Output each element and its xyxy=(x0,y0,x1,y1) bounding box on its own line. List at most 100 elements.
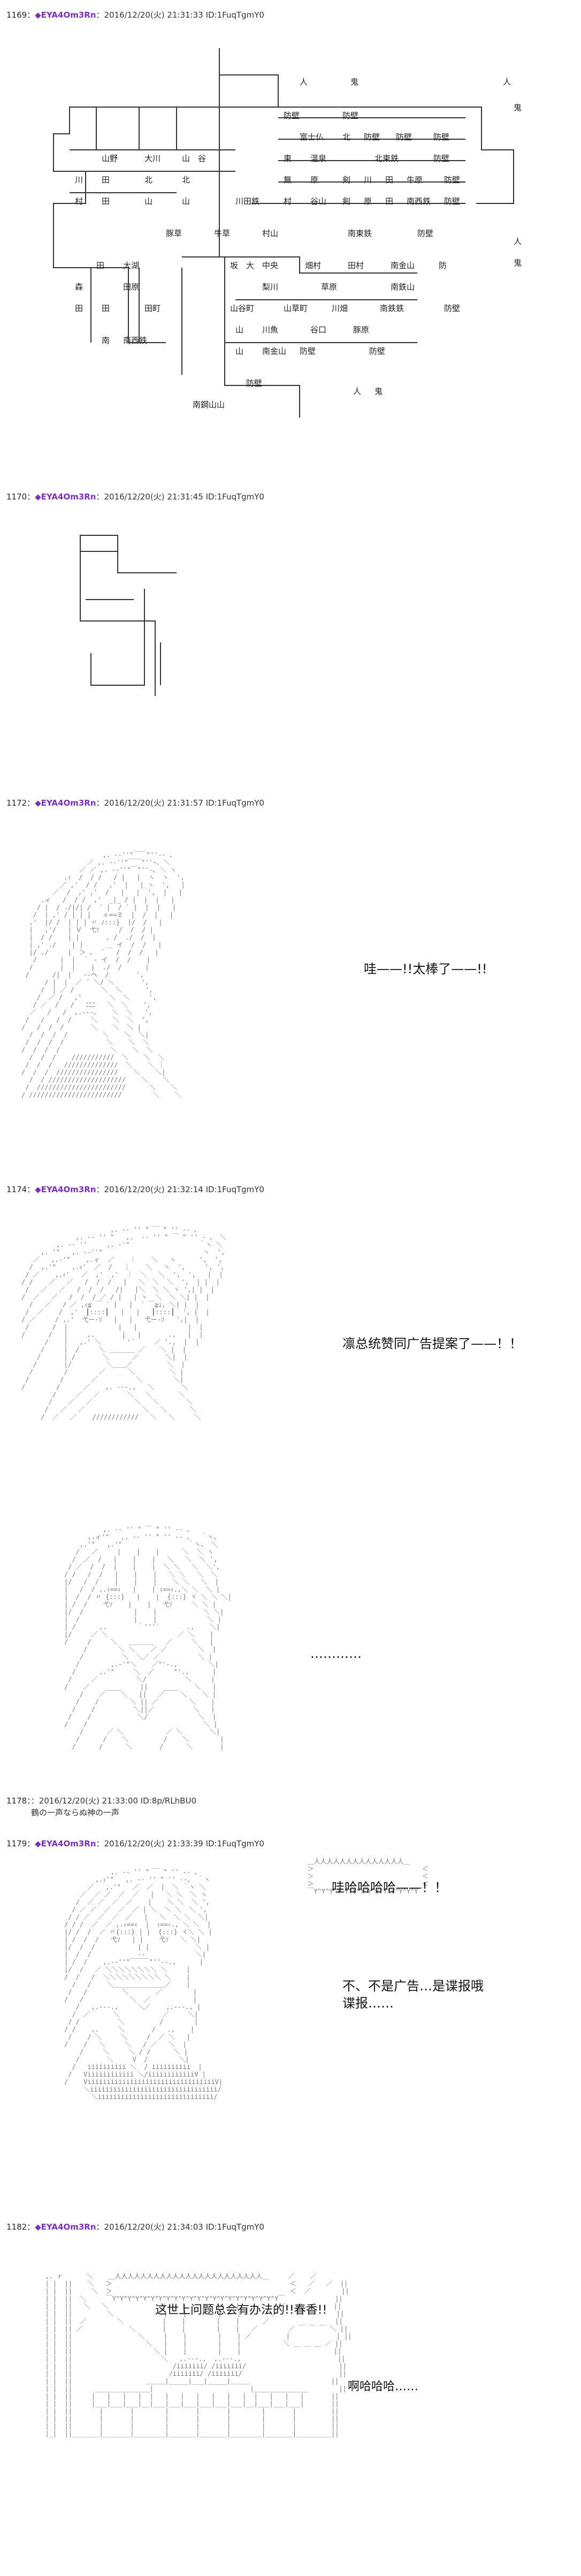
map-label-oni: 鬼 xyxy=(350,77,359,87)
map-cell: 北 xyxy=(144,175,153,185)
map-cell: 山谷町 xyxy=(230,304,255,313)
ascii-art-character-celebrating: ,. -‐''"￣￣"''‐- 、 ／ ,. -‐''"￣￣"''-､ ＼ ／ … xyxy=(21,851,185,1098)
map-cell: 田 xyxy=(385,196,394,206)
map-cell: 防壁 xyxy=(396,132,412,142)
ascii-art-character-laughing: ,. -‐ '' " ￣ " '' ‐- 、 ,.ｨ'" ,. -‐ '' " … xyxy=(64,1868,223,2101)
caption-aha: 啊哈哈哈…… xyxy=(348,2380,419,2393)
map-cell: 南西鉄 xyxy=(407,196,431,206)
map-cell: 草原 xyxy=(321,282,338,292)
post-number: 1178： xyxy=(6,1796,31,1806)
map-cell: 山野 xyxy=(102,154,118,163)
caption-approve: 凛总统赞同广告提案了——！！ xyxy=(342,1336,522,1351)
map-cell: 原 xyxy=(310,175,319,185)
map-cell: 川田鉄 xyxy=(235,196,260,206)
map-cell: 無 xyxy=(284,175,292,185)
map-cell: 防壁 xyxy=(364,132,380,142)
map-cell: 山 xyxy=(235,325,244,335)
map-cell: 山 xyxy=(182,154,190,163)
map-cell: 南鋼山山 xyxy=(193,400,225,410)
caption-ellipsis: ………… xyxy=(310,1646,362,1661)
post-header-1178: 1178：：2016/12/20(火) 21:33:00 ID:8p/RLhBU… xyxy=(6,1795,196,1806)
map-cell: 南鉄山 xyxy=(391,282,415,292)
post-number: 1172： xyxy=(6,798,35,808)
map-cell: 原 xyxy=(364,196,372,206)
map-cell: 東 xyxy=(284,154,292,163)
map-label-hito: 人 xyxy=(353,387,362,396)
map-label-hito: 人 xyxy=(300,77,308,87)
post-number: 1179： xyxy=(6,1839,35,1848)
map-cell: 川 xyxy=(75,175,83,185)
map-cell: 田 xyxy=(75,304,83,313)
map-cell: 北 xyxy=(342,132,351,142)
map-label-hito: 人 xyxy=(514,237,522,246)
map-cell: 剣 xyxy=(342,196,351,206)
map-label-hito: 人 xyxy=(503,77,511,87)
map-cell: 南鉄鉄 xyxy=(380,304,404,313)
post-header-1172: 1172：◆EYA4Om3Rn：2016/12/20(火) 21:31:57 I… xyxy=(6,798,264,808)
poster-name[interactable]: ◆EYA4Om3Rn xyxy=(35,1839,96,1848)
map-cell: 大 xyxy=(246,261,255,270)
map-cell: 防壁 xyxy=(369,346,386,356)
map-cell: 防壁 xyxy=(444,196,461,206)
post-meta: ：2016/12/20(火) 21:33:39 ID:1FuqTgmY0 xyxy=(96,1839,264,1848)
post-meta: ：2016/12/20(火) 21:31:57 ID:1FuqTgmY0 xyxy=(96,798,264,808)
map-cell: 牛草 xyxy=(214,229,231,238)
map-cell: 大川 xyxy=(144,154,161,163)
map-cell: 防壁 xyxy=(284,111,300,120)
map-cell: 畑村 xyxy=(305,261,322,270)
map-cell: 村 xyxy=(75,196,83,206)
map-cell: 田原 xyxy=(123,282,140,292)
map-cell: 村山 xyxy=(262,229,279,238)
map-cell: 防壁 xyxy=(417,229,434,238)
post-number: 1170： xyxy=(6,492,35,502)
map-cell: 山 xyxy=(144,196,153,206)
poster-name[interactable]: ◆EYA4Om3Rn xyxy=(35,2222,96,2232)
map-cell: 中央 xyxy=(262,261,279,270)
ascii-art-stage-scene: ,. ｒ ＼ ＿人人人人人人人人人人人人人人人人人人人人人人人＿ ／ ／ | |… xyxy=(45,2272,352,2437)
poster-name[interactable]: ◆EYA4Om3Rn xyxy=(35,798,96,808)
post-meta: ：2016/12/20(火) 21:33:00 ID:8p/RLhBU0 xyxy=(30,1796,196,1806)
dungeon-map: 人 鬼 人 鬼 人 鬼 人 鬼 防壁 防壁 富士仏 北 防壁 防壁 防壁 山野 … xyxy=(0,43,581,450)
map-cell: 山 xyxy=(235,346,244,356)
poster-name[interactable]: ◆EYA4Om3Rn xyxy=(35,10,96,20)
map-cell: 防壁 xyxy=(433,132,450,142)
map-cell: 森 xyxy=(75,282,83,292)
map-cell: 田 xyxy=(385,175,394,185)
map-cell: 田村 xyxy=(348,261,364,270)
poster-name[interactable]: ◆EYA4Om3Rn xyxy=(35,492,96,502)
post-meta: ：2016/12/20(火) 21:34:03 ID:1FuqTgmY0 xyxy=(96,2222,264,2232)
ascii-art-president-approving: ,. -‐ '' " ￣ " '' ‐- 、 ,. -‐ '' " ,. -‐ … xyxy=(21,1226,226,1421)
map-cell: 温泉 xyxy=(310,154,327,163)
map-label-oni: 鬼 xyxy=(514,103,522,112)
map-cell: 山 xyxy=(182,196,190,206)
post-header-1179: 1179：◆EYA4Om3Rn：2016/12/20(火) 21:33:39 I… xyxy=(6,1838,264,1849)
map-cell: 田 xyxy=(96,261,105,270)
poster-name[interactable]: ◆EYA4Om3Rn xyxy=(35,1185,96,1194)
map-cell: 剣 xyxy=(342,175,351,185)
post-number: 1174： xyxy=(6,1185,35,1194)
map-cell: 北 xyxy=(182,175,190,185)
map-cell: 田町 xyxy=(144,304,161,313)
map-cell: 豚原 xyxy=(353,325,370,335)
map-cell: 南西鉄 xyxy=(123,336,148,345)
map-cell: 川魚 xyxy=(262,325,279,335)
map-cell: 山草町 xyxy=(284,304,308,313)
map-cell: 田 xyxy=(102,304,110,313)
map-cell: 防壁 xyxy=(300,346,316,356)
caption-not-ad-2: 谍报…… xyxy=(342,1996,394,2011)
map-cell: 北東鉄 xyxy=(374,154,399,163)
map-cell: 防壁 xyxy=(433,154,450,163)
map-cell: 川畑 xyxy=(332,304,348,313)
caption-not-ad-1: 不、不是广告…是谍报哦 xyxy=(342,1979,484,1994)
map-label-oni: 鬼 xyxy=(374,387,383,396)
map-cell: 村 xyxy=(284,196,292,206)
map-cell: 梨川 xyxy=(262,282,279,292)
map-cell: 田 xyxy=(102,196,110,206)
post-meta: ：2016/12/20(火) 21:31:45 ID:1FuqTgmY0 xyxy=(96,492,264,502)
post-body-1178: 鶴の一声ならぬ神の一声 xyxy=(31,1808,120,1817)
map-cell: 防壁 xyxy=(342,111,359,120)
map-cell: 豚草 xyxy=(166,229,182,238)
map-cell: 大湖 xyxy=(123,261,140,270)
map-cell: 南 xyxy=(102,336,110,345)
caption-everything: 这世上问题总会有办法的!!春香!! xyxy=(155,2304,327,2317)
